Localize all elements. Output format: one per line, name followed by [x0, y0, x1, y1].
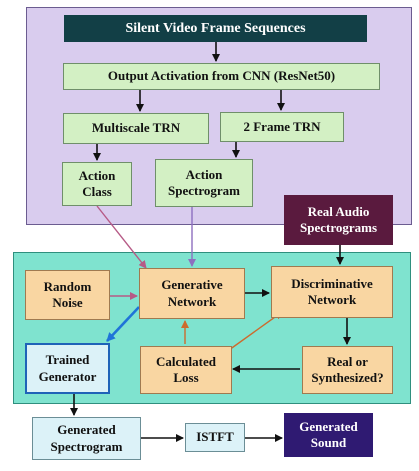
action-class-box: Action Class — [62, 162, 132, 206]
action-spectrogram-box: Action Spectrogram — [155, 159, 253, 207]
istft-box: ISTFT — [185, 423, 245, 452]
2-frame-trn-box: 2 Frame TRN — [220, 112, 344, 142]
real-audio-spectrograms-box: Real Audio Spectrograms — [284, 195, 393, 245]
cnn-output-activation-box: Output Activation from CNN (ResNet50) — [63, 63, 380, 90]
silent-video-frame-sequences-box: Silent Video Frame Sequences — [64, 15, 367, 42]
generative-network-box: Generative Network — [139, 268, 245, 319]
arrow-loss-to-discriminative — [228, 311, 283, 351]
multiscale-trn-box: Multiscale TRN — [63, 113, 209, 144]
calculated-loss-box: Calculated Loss — [140, 346, 232, 394]
random-noise-box: Random Noise — [25, 270, 110, 320]
arrow-action-class-to-generative — [96, 205, 147, 269]
discriminative-network-box: Discriminative Network — [271, 266, 393, 318]
generated-sound-box: Generated Sound — [284, 413, 373, 457]
real-or-synthesized-box: Real or Synthesized? — [302, 346, 393, 394]
arrow-generative-to-trained-generator — [106, 306, 140, 342]
trained-generator-box: Trained Generator — [25, 343, 110, 394]
generated-spectrogram-box: Generated Spectrogram — [32, 417, 141, 460]
